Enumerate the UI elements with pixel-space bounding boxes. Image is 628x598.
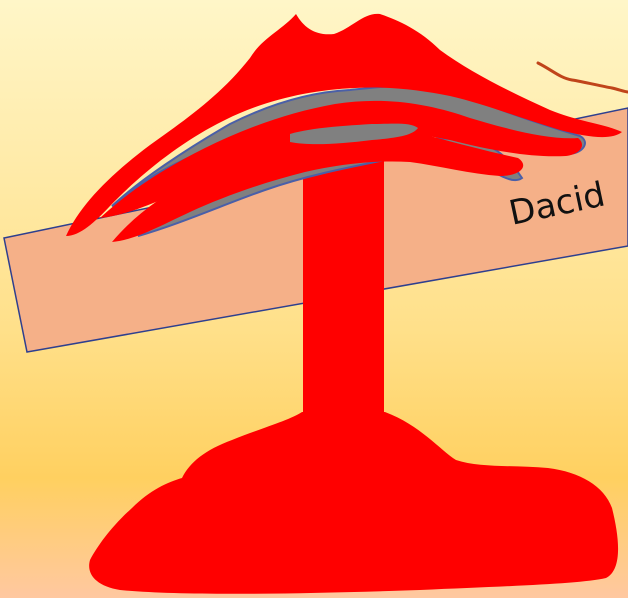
magma-conduit — [303, 160, 384, 425]
